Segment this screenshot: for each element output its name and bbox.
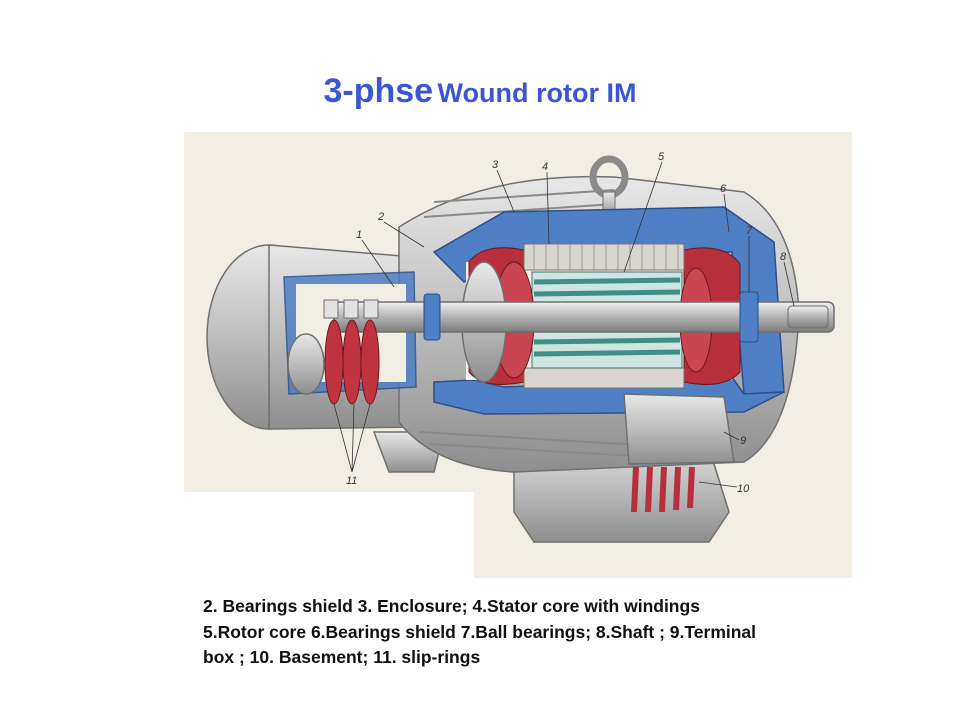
callout-2: 2	[377, 211, 384, 223]
callout-1: 1	[356, 229, 362, 241]
callout-5: 5	[658, 151, 665, 163]
caption-line-3: box ; 10. Basement; 11. slip-rings	[203, 647, 481, 667]
callout-11: 11	[346, 475, 357, 487]
motor-illustration: 1 2 3 4 5 6 7 8 9 10 11	[184, 132, 852, 578]
slip-ring-hub	[287, 333, 325, 395]
ball-bearings	[423, 291, 759, 343]
slip-rings	[324, 319, 380, 405]
terminal-box	[623, 393, 735, 465]
terminal-leads	[631, 466, 695, 513]
callout-10: 10	[737, 483, 750, 495]
callout-4: 4	[542, 161, 548, 173]
stator-laminations	[533, 244, 679, 270]
callout-3: 3	[492, 159, 499, 171]
title-rest: Wound rotor IM	[437, 78, 637, 108]
caption-line-1: 2. Bearings shield 3. Enclosure; 4.Stato…	[203, 596, 700, 616]
blank-corner	[184, 492, 474, 578]
caption-line-2: 5.Rotor core 6.Bearings shield 7.Ball be…	[203, 621, 757, 642]
shaft	[333, 301, 835, 333]
stator-core	[523, 243, 685, 389]
page-title: 3-phse Wound rotor IM	[0, 72, 960, 111]
title-prefix: 3-phse	[323, 72, 434, 110]
callout-6: 6	[720, 183, 727, 195]
brush-holders	[323, 299, 379, 319]
shaft-end	[787, 305, 829, 329]
callout-9: 9	[740, 435, 746, 447]
leader-lines	[333, 161, 795, 488]
callout-7: 7	[746, 225, 753, 237]
figure-caption: 2. Bearings shield 3. Enclosure; 4.Stato…	[203, 594, 903, 671]
callout-8: 8	[780, 251, 787, 263]
